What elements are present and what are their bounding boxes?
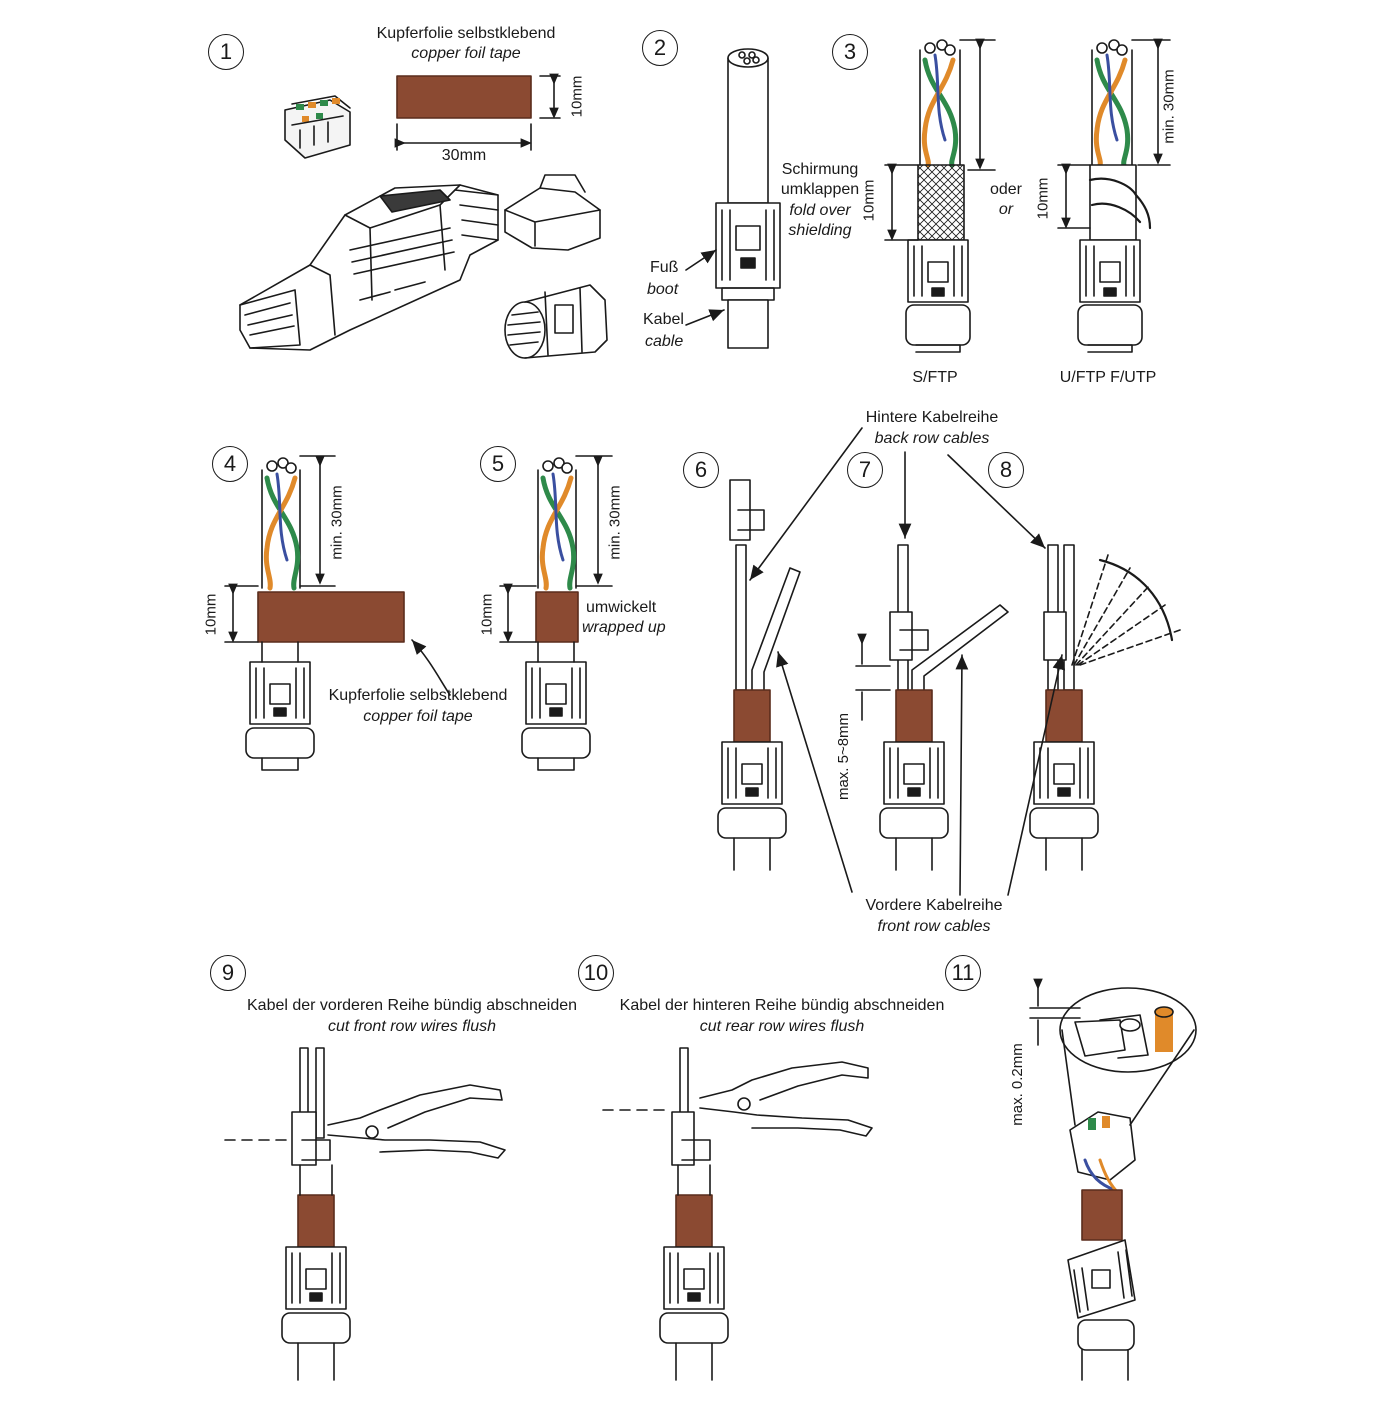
strain-relief-insert bbox=[504, 174, 601, 251]
step4-cable bbox=[245, 457, 405, 771]
step4-min30-label: min. 30mm bbox=[328, 485, 346, 560]
step-number-3: 3 bbox=[832, 34, 868, 70]
copper-tape-sample bbox=[396, 75, 532, 119]
step5-min30-label: min. 30mm bbox=[606, 485, 624, 560]
step7-cable bbox=[879, 544, 1009, 871]
cutting-pliers-icon-2 bbox=[699, 1061, 873, 1137]
step5-cable bbox=[521, 457, 591, 771]
rj45-connector bbox=[239, 184, 499, 351]
step-number-5: 5 bbox=[480, 446, 516, 482]
tape-label-en: copper foil tape bbox=[411, 45, 521, 62]
cable-label-en: cable bbox=[645, 333, 684, 350]
step10-label-en: cut rear row wires flush bbox=[699, 1018, 865, 1035]
step-number-8: 8 bbox=[988, 452, 1024, 488]
wrapped-label-en: wrapped up bbox=[582, 619, 666, 636]
or-label: or bbox=[998, 201, 1014, 218]
step10-cable-cut bbox=[659, 1047, 729, 1381]
step-number-7: 7 bbox=[847, 452, 883, 488]
step8-cable bbox=[1029, 544, 1099, 871]
uftp-label: U/FTP F/UTP bbox=[1059, 369, 1157, 386]
front-row-label-de: Vordere Kabelreihe bbox=[865, 897, 1003, 914]
step-number-10: 10 bbox=[578, 955, 614, 991]
step4-tape-label-de: Kupferfolie selbstklebend bbox=[328, 687, 508, 704]
step-number-2: 2 bbox=[642, 30, 678, 66]
step-number-11: 11 bbox=[945, 955, 981, 991]
back-row-label-de: Hintere Kabelreihe bbox=[865, 409, 999, 426]
step3-sftp-cable bbox=[905, 39, 971, 353]
uftp-10mm-label: 10mm bbox=[1034, 177, 1052, 220]
shield-label-en-1: fold over bbox=[789, 202, 851, 219]
step10-label-de: Kabel der hinteren Reihe bündig abschnei… bbox=[619, 997, 945, 1014]
shield-label-de-2: umklappen bbox=[780, 181, 860, 198]
oder-label: oder bbox=[989, 181, 1023, 198]
wrapped-label-de: umwickelt bbox=[586, 599, 657, 616]
tape-label-de: Kupferfolie selbstklebend bbox=[376, 25, 556, 42]
front-row-label-en: front row cables bbox=[877, 918, 991, 935]
step8-bend-lines bbox=[1071, 554, 1181, 666]
step2-cable-assembly bbox=[715, 48, 781, 349]
sftp-label: S/FTP bbox=[912, 369, 958, 386]
step-number-4: 4 bbox=[212, 446, 248, 482]
step-number-9: 9 bbox=[210, 955, 246, 991]
back-row-label-en: back row cables bbox=[874, 430, 990, 447]
step6-cable bbox=[717, 479, 801, 871]
boot-label-en: boot bbox=[647, 281, 679, 298]
step11-finished-cable bbox=[1067, 1111, 1136, 1381]
step5-10mm-label: 10mm bbox=[478, 593, 496, 636]
wire-manager-part bbox=[284, 95, 351, 159]
cable-nut-part bbox=[504, 284, 608, 359]
max58-label: max. 5~8mm bbox=[835, 712, 853, 801]
uftp-min30-label: min. 30mm bbox=[1160, 69, 1178, 144]
step9-label-de: Kabel der vorderen Reihe bündig abschnei… bbox=[246, 997, 578, 1014]
step9-label-en: cut front row wires flush bbox=[327, 1018, 497, 1035]
cutting-pliers-icon bbox=[327, 1084, 506, 1159]
shield-label-de-1: Schirmung bbox=[781, 161, 859, 178]
tape-width-label: 30mm bbox=[441, 147, 487, 164]
shield-label-en-2: shielding bbox=[788, 222, 852, 239]
sftp-10mm-label: 10mm bbox=[860, 179, 878, 222]
step4-10mm-label: 10mm bbox=[202, 593, 220, 636]
magnifier-detail bbox=[1059, 987, 1197, 1126]
tape-height-label: 10mm bbox=[568, 75, 586, 118]
step4-tape-label-en: copper foil tape bbox=[363, 708, 473, 725]
step-number-1: 1 bbox=[208, 34, 244, 70]
step3-uftp-cable bbox=[1077, 39, 1152, 353]
boot-label-de: Fuß bbox=[650, 259, 679, 276]
step9-cable-cut bbox=[281, 1047, 351, 1381]
step-number-6: 6 bbox=[683, 452, 719, 488]
cable-label-de: Kabel bbox=[643, 311, 684, 328]
max02-label: max. 0.2mm bbox=[1008, 1043, 1026, 1126]
